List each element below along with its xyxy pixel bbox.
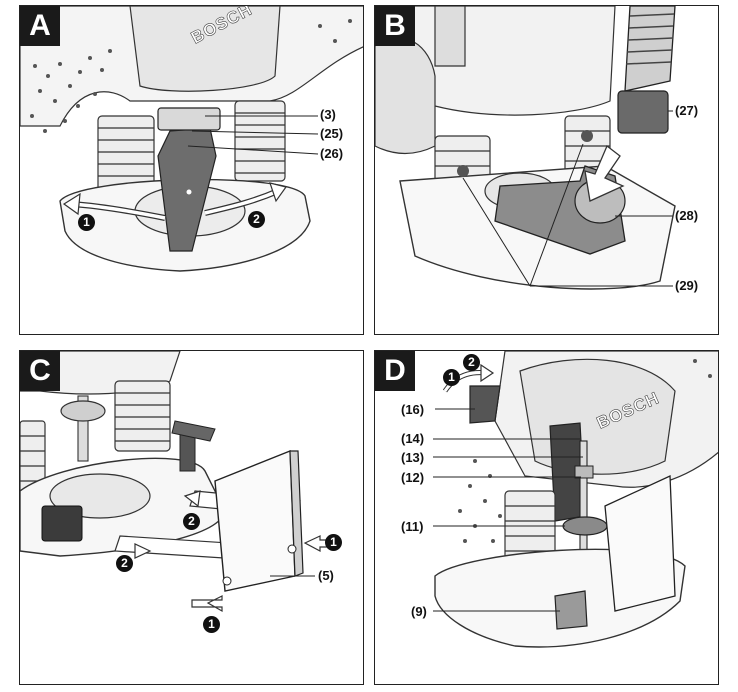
panel-label-d: D — [375, 351, 415, 391]
panel-d: BOSCH — [374, 350, 719, 685]
panel-b-illustration — [375, 6, 676, 290]
callout-11: (11) — [401, 519, 424, 534]
panel-label-c: C — [20, 351, 60, 391]
callout-13: (13) — [401, 450, 425, 465]
step-marker-2-left: 2 — [116, 555, 133, 572]
callout-28: (28) — [675, 208, 699, 223]
panel-c-illustration — [20, 351, 336, 613]
step-marker-2: 2 — [463, 354, 480, 371]
panel-d-illustration: BOSCH — [433, 351, 718, 648]
panel-b: B (27) (28) (29) — [374, 5, 719, 335]
step-marker-1-bottom: 1 — [203, 616, 220, 633]
panel-label-b: B — [375, 6, 415, 46]
step-marker-2-top: 2 — [183, 513, 200, 530]
step-marker-2: 2 — [248, 211, 265, 228]
step-marker-1-right: 1 — [325, 534, 342, 551]
panel-a-illustration: BOSCH — [20, 6, 363, 272]
callout-27: (27) — [675, 103, 699, 118]
callout-3: (3) — [320, 107, 336, 122]
panel-a: BOSCH — [19, 5, 364, 335]
callout-25: (25) — [320, 126, 344, 141]
panel-c: C (5) 1 2 1 2 — [19, 350, 364, 685]
callout-5: (5) — [318, 568, 334, 583]
callout-16: (16) — [401, 402, 425, 417]
callout-9: (9) — [411, 604, 427, 619]
callout-14: (14) — [401, 431, 425, 446]
callout-26: (26) — [320, 146, 344, 161]
callout-29: (29) — [675, 278, 699, 293]
step-marker-1: 1 — [443, 369, 460, 386]
panel-label-a: A — [20, 6, 60, 46]
step-marker-1: 1 — [78, 214, 95, 231]
callout-12: (12) — [401, 470, 425, 485]
